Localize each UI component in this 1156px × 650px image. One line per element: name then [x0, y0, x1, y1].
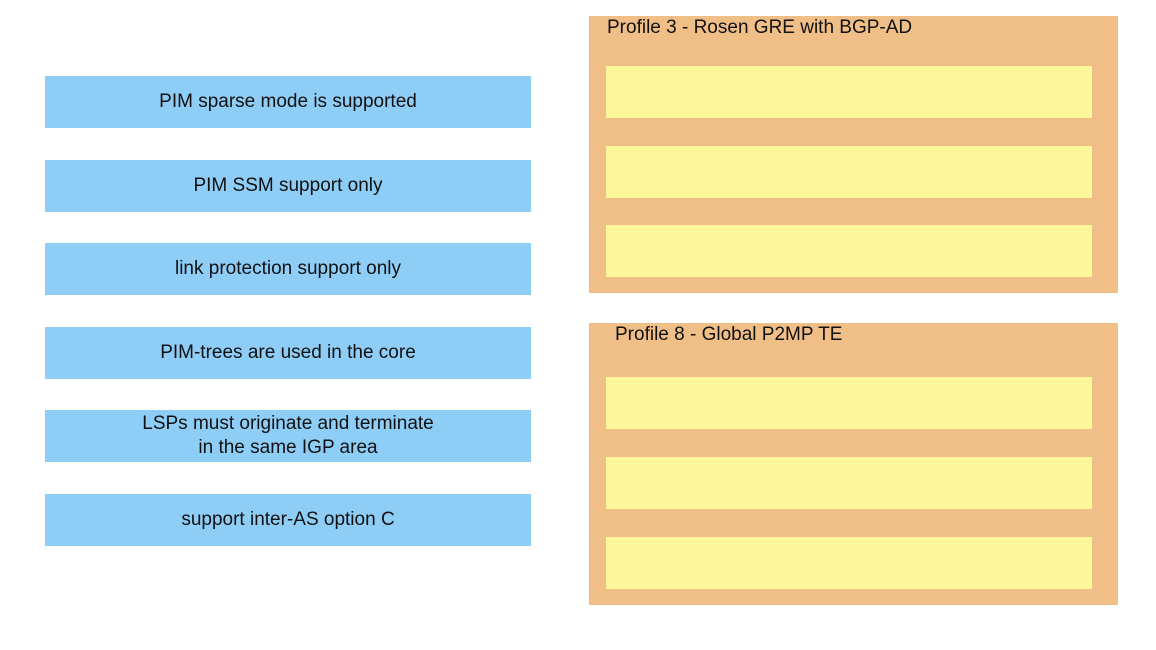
drop-slot[interactable] — [606, 225, 1092, 277]
drop-slot[interactable] — [606, 457, 1092, 509]
target-box-profile-8: Profile 8 - Global P2MP TE — [589, 323, 1118, 605]
drag-item-inter-as-option-c[interactable]: support inter-AS option C — [45, 494, 531, 546]
drag-item-pim-sparse-mode[interactable]: PIM sparse mode is supported — [45, 76, 531, 128]
target-title-profile-3: Profile 3 - Rosen GRE with BGP-AD — [607, 17, 913, 38]
drag-item-pim-ssm-only[interactable]: PIM SSM support only — [45, 160, 531, 212]
drop-slot[interactable] — [606, 537, 1092, 589]
drag-item-lsp-same-igp-area[interactable]: LSPs must originate and terminate in the… — [45, 410, 531, 462]
drag-item-link-protection[interactable]: link protection support only — [45, 243, 531, 295]
drop-slot[interactable] — [606, 377, 1092, 429]
drop-slot[interactable] — [606, 146, 1092, 198]
drag-item-pim-trees-core[interactable]: PIM-trees are used in the core — [45, 327, 531, 379]
target-box-profile-3: Profile 3 - Rosen GRE with BGP-AD — [589, 16, 1118, 293]
drop-slot[interactable] — [606, 66, 1092, 118]
target-title-profile-8: Profile 8 - Global P2MP TE — [615, 324, 843, 345]
